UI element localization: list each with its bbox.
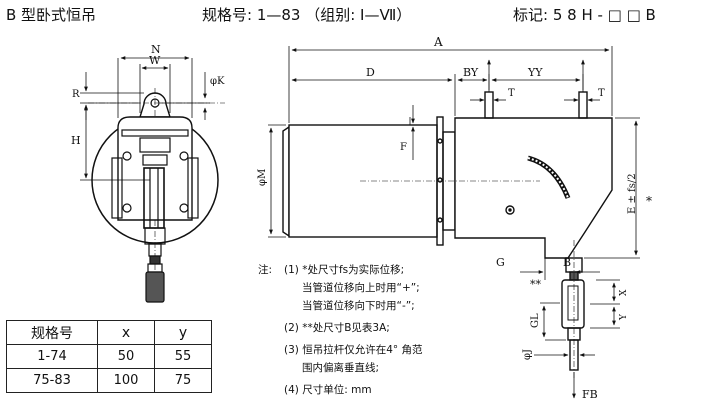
- table-row: 75-83 100 75: [6, 368, 212, 393]
- table-header: x: [97, 320, 155, 345]
- dim-BY: BY: [463, 66, 479, 79]
- dim-X: X: [619, 289, 629, 296]
- table-header: y: [154, 320, 212, 345]
- table-cell: 75-83: [6, 368, 98, 393]
- table-row: 1-74 50 55: [6, 344, 212, 369]
- dim-GL: GL: [530, 313, 541, 328]
- drawing-title: B 型卧式恒吊: [6, 6, 97, 24]
- side-view: [88, 88, 225, 303]
- dim-T-left: T: [508, 88, 515, 99]
- dim-T-right: T: [598, 88, 605, 99]
- dim-G: G: [496, 256, 505, 269]
- table-cell: 1-74: [6, 344, 98, 369]
- table-cell: 55: [154, 344, 212, 369]
- table-cell: 50: [97, 344, 155, 369]
- table-header-row: 规格号 x y: [6, 320, 212, 345]
- dim-B: B: [563, 256, 571, 269]
- dim-A: A: [433, 35, 443, 49]
- dim-FB: FB: [582, 388, 598, 401]
- dim-YY: YY: [527, 66, 543, 79]
- table-header: 规格号: [6, 320, 98, 345]
- marking-code: 标记: 5 8 H - □ □ B: [513, 6, 656, 24]
- note-3a: (3) 恒吊拉杆仅允许在4° 角范: [284, 344, 423, 356]
- dim-phiJ: φJ: [522, 349, 533, 360]
- spec-table: 规格号 x y 1-74 50 55 75-83 100 75: [6, 320, 212, 393]
- dim-E: E ± fs/2: [627, 173, 638, 214]
- table-cell: 75: [154, 368, 212, 393]
- dim-double-star: **: [530, 278, 542, 291]
- table-cell: 100: [97, 368, 155, 393]
- dim-phiM: φM: [257, 169, 268, 186]
- front-view: [282, 91, 613, 378]
- dim-Y: Y: [619, 313, 629, 321]
- note-1b: 当管道位移向上时用“+”;: [302, 282, 420, 294]
- dim-R: R: [72, 89, 80, 100]
- note-4: (4) 尺寸单位: mm: [284, 384, 372, 396]
- dim-W: W: [149, 54, 161, 67]
- note-1c: 当管道位移向下时用“-”;: [302, 300, 415, 312]
- note-1a: (1) *处尺寸fs为实际位移;: [284, 264, 405, 276]
- notes-lead: 注:: [258, 264, 273, 276]
- spec-number: 规格号: 1—83 （组别: Ⅰ—Ⅶ）: [202, 6, 412, 24]
- note-2: (2) **处尺寸B见表3A;: [284, 322, 390, 334]
- dim-D: D: [366, 66, 375, 79]
- dim-N: N: [151, 43, 161, 56]
- dim-H: H: [71, 134, 81, 147]
- dim-phiK: φK: [210, 76, 225, 87]
- note-3b: 围内偏离垂直线;: [302, 362, 380, 374]
- dim-star: *: [646, 194, 652, 208]
- dim-F: F: [400, 142, 407, 153]
